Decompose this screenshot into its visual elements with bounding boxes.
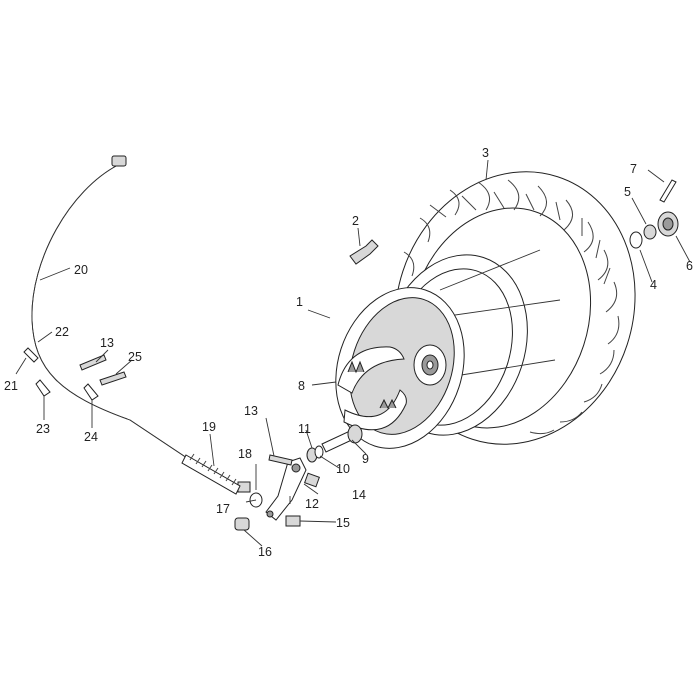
callout-21: 21 bbox=[4, 379, 18, 393]
callout-22: 22 bbox=[55, 325, 69, 339]
callout-15: 15 bbox=[336, 516, 350, 530]
callout-24: 24 bbox=[84, 430, 98, 444]
callout-16: 16 bbox=[258, 545, 272, 559]
leader-lines bbox=[15, 159, 691, 547]
brake-lever-arm bbox=[265, 457, 307, 521]
seal-washers bbox=[306, 445, 324, 463]
callout-3: 3 bbox=[482, 146, 489, 160]
callout-17: 17 bbox=[216, 502, 230, 516]
callout-25: 25 bbox=[128, 350, 142, 364]
callout-14: 14 bbox=[352, 488, 366, 502]
brake-shoes bbox=[337, 346, 407, 431]
callout-23: 23 bbox=[36, 422, 50, 436]
valve-stem bbox=[349, 239, 379, 265]
brake-cable bbox=[31, 155, 241, 495]
cable-clips bbox=[23, 347, 99, 401]
callout-18: 18 bbox=[238, 447, 252, 461]
callout-12: 12 bbox=[305, 497, 319, 511]
callout-13a: 13 bbox=[100, 336, 114, 350]
callout-10: 10 bbox=[336, 462, 350, 476]
callout-6: 6 bbox=[686, 259, 693, 273]
callout-20: 20 bbox=[74, 263, 88, 277]
callout-11: 11 bbox=[298, 422, 311, 436]
callout-1: 1 bbox=[296, 295, 303, 309]
brake-drum-hub bbox=[335, 287, 465, 449]
callout-13b: 13 bbox=[244, 404, 258, 418]
callout-4: 4 bbox=[650, 278, 657, 292]
axle-spacers bbox=[629, 179, 679, 249]
brake-camshaft bbox=[321, 424, 363, 453]
callout-5: 5 bbox=[624, 185, 631, 199]
callout-2: 2 bbox=[352, 214, 359, 228]
callout-7: 7 bbox=[630, 162, 637, 176]
callout-9: 9 bbox=[362, 452, 369, 466]
callout-8: 8 bbox=[298, 379, 305, 393]
callout-19: 19 bbox=[202, 420, 216, 434]
